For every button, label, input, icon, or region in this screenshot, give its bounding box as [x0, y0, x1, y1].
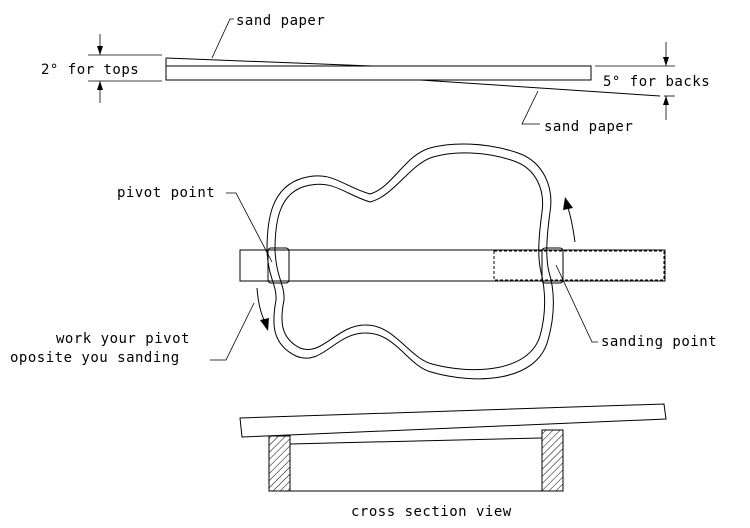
work-pivot-callout: work your pivot oposite you sanding	[10, 302, 255, 366]
five-degree-dimension: 5° for backs	[595, 42, 710, 120]
pivot-point-callout: pivot point	[117, 185, 273, 263]
guitar-body-outline	[266, 143, 554, 380]
sanding-point-callout: sanding point	[555, 264, 717, 350]
sand-paper-top-callout: sand paper	[211, 13, 325, 59]
sand-paper-top-label: sand paper	[236, 13, 325, 29]
sanding-point-label: sanding point	[601, 334, 717, 350]
sand-paper-bottom-label: sand paper	[544, 119, 633, 135]
cross-section-label: cross section view	[351, 504, 512, 520]
two-degree-label: 2° for tops	[41, 62, 139, 78]
work-pivot-label-line1: work your pivot	[56, 331, 190, 347]
rotation-arrow-right	[563, 197, 576, 243]
rotation-arrow-left	[256, 287, 269, 331]
pivot-point-label: pivot point	[117, 185, 215, 201]
work-pivot-label-line2: oposite you sanding	[10, 350, 180, 366]
bar-side-view	[165, 57, 661, 97]
cross-section-view: cross section view	[239, 403, 667, 520]
pivot-bar	[239, 247, 666, 284]
five-degree-label: 5° for backs	[603, 74, 710, 90]
sand-paper-bottom-callout: sand paper	[521, 90, 633, 135]
two-degree-dimension: 2° for tops	[41, 34, 162, 103]
